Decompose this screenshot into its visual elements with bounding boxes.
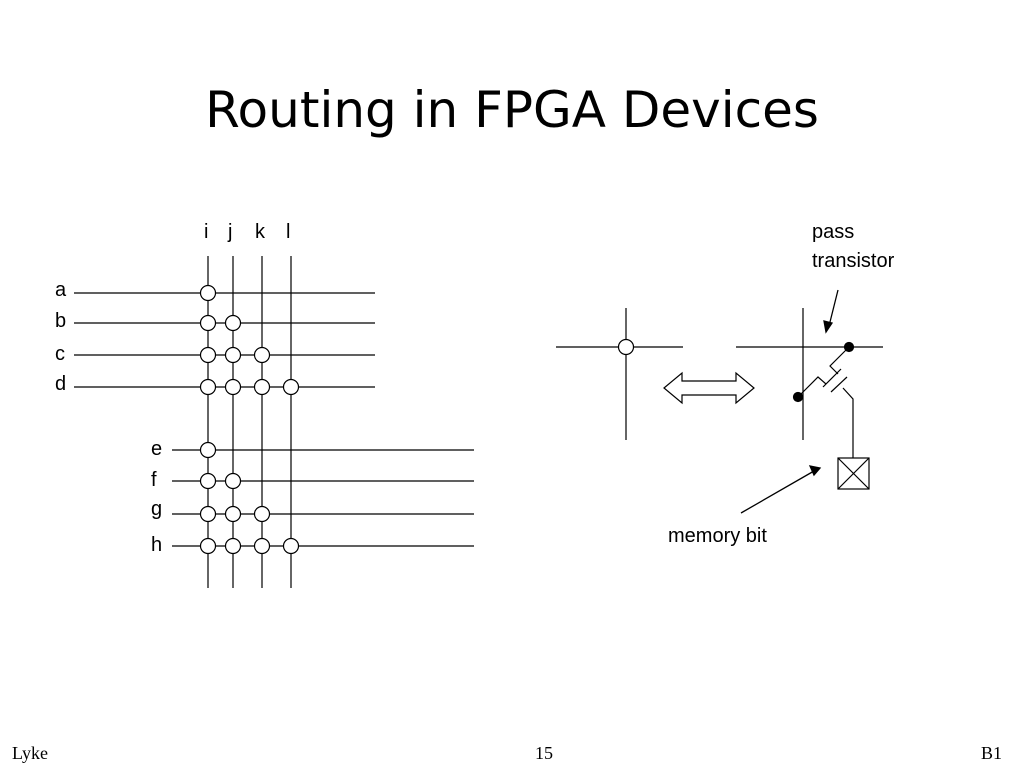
transistor-lower-lead xyxy=(797,376,827,398)
crosspoint-connection-circle xyxy=(617,338,635,356)
connection-point-g-j xyxy=(224,505,242,523)
row-label-b: b xyxy=(55,310,66,332)
pass-transistor-circuit xyxy=(736,308,883,458)
connection-point-g-k xyxy=(253,505,271,523)
connection-point-c-k xyxy=(253,346,271,364)
column-label-k: k xyxy=(255,221,266,243)
pass-transistor-label-line1: pass xyxy=(812,221,854,243)
footer-page-number: 15 xyxy=(535,743,553,763)
crossbar-upper-rows: a b c d xyxy=(55,279,375,395)
pass-transistor-node-bottom xyxy=(792,391,804,403)
transistor-channel xyxy=(822,368,842,388)
connection-point-d-k xyxy=(253,378,271,396)
gate-wire xyxy=(842,387,854,458)
pass-transistor-label-line2: transistor xyxy=(812,250,895,272)
column-label-j: j xyxy=(227,221,232,243)
connection-point-d-l xyxy=(282,378,300,396)
connection-point-c-i xyxy=(199,346,217,364)
transistor-upper-lead xyxy=(829,346,850,375)
crossbar-lower-rows: e f g h xyxy=(151,438,474,556)
connection-point-d-i xyxy=(199,378,217,396)
connection-point-f-j xyxy=(224,472,242,490)
crossbar-column-labels: i j k l xyxy=(204,221,290,243)
connection-point-h-j xyxy=(224,537,242,555)
connection-point-e-i xyxy=(199,441,217,459)
callout-arrows xyxy=(740,289,839,514)
column-label-i: i xyxy=(204,221,208,243)
memory-bit-callout-arrow xyxy=(740,470,815,514)
crosspoint-symbol xyxy=(556,308,683,440)
row-label-d: d xyxy=(55,373,66,395)
connection-point-c-j xyxy=(224,346,242,364)
row-label-f: f xyxy=(151,469,157,491)
connection-point-h-i xyxy=(199,537,217,555)
equivalence-arrow xyxy=(663,371,755,405)
memory-bit-cross-2 xyxy=(837,457,870,490)
row-label-a: a xyxy=(55,279,67,301)
column-label-l: l xyxy=(286,221,290,243)
connection-point-h-l xyxy=(282,537,300,555)
connection-point-h-k xyxy=(253,537,271,555)
memory-bit-arrowhead xyxy=(808,465,822,477)
connection-point-f-i xyxy=(199,472,217,490)
connection-point-a-i xyxy=(199,284,217,302)
connection-point-b-i xyxy=(199,314,217,332)
memory-bit-cell xyxy=(837,457,870,490)
connection-point-d-j xyxy=(224,378,242,396)
pass-transistor-arrowhead xyxy=(823,320,834,334)
footer-author: Lyke xyxy=(12,743,48,763)
footer-section: B1 xyxy=(980,743,1002,763)
connection-point-g-i xyxy=(199,505,217,523)
pass-transistor-callout-arrow xyxy=(828,289,839,327)
crossbar-connection-points xyxy=(199,284,300,555)
row-label-g: g xyxy=(151,498,162,520)
transistor-gate-plate xyxy=(830,376,848,393)
slide-title: Routing in FPGA Devices xyxy=(205,81,819,139)
row-label-h: h xyxy=(151,534,162,556)
connection-point-b-j xyxy=(224,314,242,332)
row-label-e: e xyxy=(151,438,162,460)
pass-transistor-node-top xyxy=(843,341,855,353)
row-label-c: c xyxy=(55,343,65,365)
crossbar-column-wires xyxy=(207,256,292,588)
memory-bit-label: memory bit xyxy=(668,525,767,547)
